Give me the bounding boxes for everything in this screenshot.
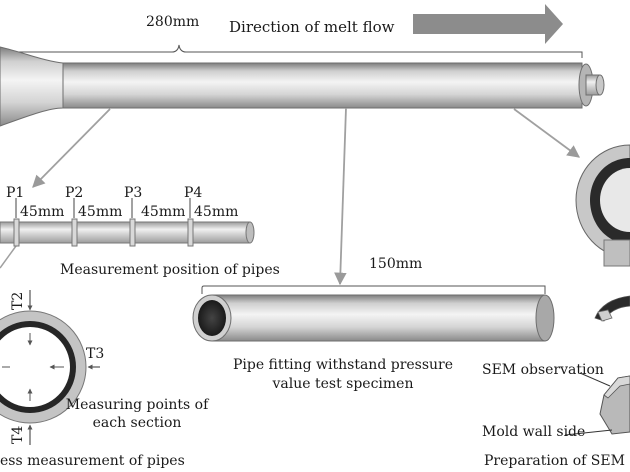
- section-caption-line2: each section: [92, 415, 182, 431]
- point-label-p2: P2: [65, 185, 84, 201]
- cross-section-axes: [2, 333, 64, 401]
- positions-pipe: [0, 221, 255, 244]
- specimen-length-brace: [201, 285, 546, 294]
- sem-observation-label: SEM observation: [482, 362, 604, 378]
- section-caption-line1: Measuring points of: [65, 397, 209, 413]
- sem-ring-sample: [575, 144, 630, 267]
- sem-preparation-label: Preparation of SEM o: [484, 453, 630, 469]
- measuring-point-arrows: [27, 290, 100, 445]
- spacing-label-1: 45mm: [20, 204, 65, 220]
- specimen-caption-line1: Pipe fitting withstand pressure: [232, 357, 454, 373]
- point-label-p4: P4: [184, 185, 203, 201]
- point-label-t2: T2: [10, 291, 26, 310]
- sem-block-sample: [599, 375, 630, 435]
- melt-flow-direction-label: Direction of melt flow: [229, 18, 395, 36]
- molded-pipe: [0, 46, 605, 127]
- point-label-p3: P3: [124, 185, 143, 201]
- sem-arc-sample: [594, 295, 630, 322]
- position-ticks: [15, 198, 191, 218]
- position-rings: [13, 218, 194, 247]
- length-brace: [0, 44, 583, 58]
- specimen-length-label: 150mm: [369, 256, 423, 272]
- specimen-pipe: [192, 294, 555, 342]
- spacing-label-2: 45mm: [78, 204, 123, 220]
- leader-arrow-sem: [513, 108, 581, 158]
- point-label-t3: T3: [86, 346, 105, 362]
- sem-observation-pointer: [579, 372, 611, 387]
- leader-arrow-specimen: [334, 107, 347, 286]
- flow-direction-arrow: [413, 4, 563, 44]
- thickness-caption: ess measurement of pipes: [0, 453, 185, 469]
- point-label-t4: T4: [10, 425, 26, 444]
- specimen-caption-line2: value test specimen: [272, 376, 414, 392]
- spacing-label-4: 45mm: [194, 204, 239, 220]
- pipe-cross-section: [0, 310, 87, 424]
- leader-arrow-positions: [32, 108, 111, 188]
- mold-wall-pointer: [564, 429, 613, 436]
- spacing-label-3: 45mm: [141, 204, 186, 220]
- positions-caption: Measurement position of pipes: [60, 262, 280, 278]
- length-280-label: 280mm: [146, 14, 200, 30]
- leader-arrow-section: [0, 245, 17, 269]
- mold-wall-side-label: Mold wall side: [482, 424, 586, 440]
- point-label-p1: P1: [6, 185, 25, 201]
